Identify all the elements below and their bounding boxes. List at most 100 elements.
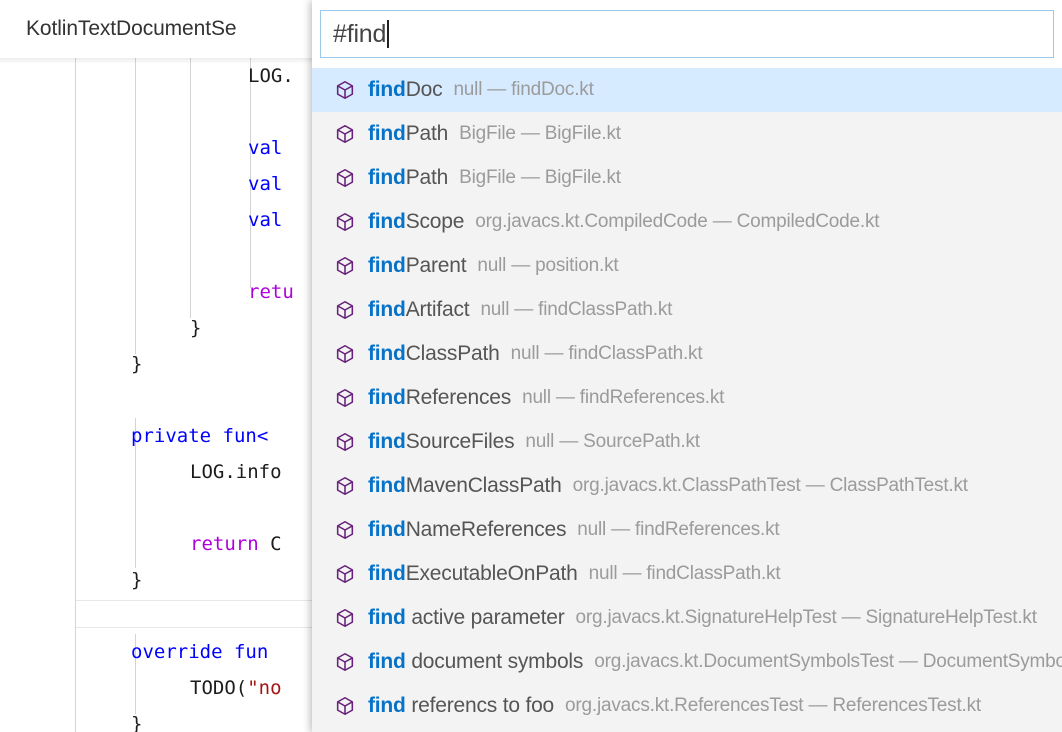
- result-label-match: find: [368, 298, 406, 321]
- result-label: findClassPath: [368, 342, 500, 366]
- code-token: private fun<: [131, 425, 269, 447]
- code-token: override fun: [131, 641, 269, 663]
- symbol-cube-icon: [336, 80, 354, 100]
- result-description: org.javacs.kt.SignatureHelpTest — Signat…: [575, 607, 1037, 628]
- result-label-match: find: [368, 122, 406, 145]
- symbol-cube-icon: [336, 520, 354, 540]
- quick-open-result-row[interactable]: findClassPath null — findClassPath.kt: [312, 332, 1062, 376]
- result-label-rest: SourceFiles: [405, 430, 515, 453]
- code-token: C: [270, 533, 282, 555]
- result-label-rest: ExecutableOnPath: [405, 562, 578, 585]
- result-label-match: find: [368, 386, 406, 409]
- code-line: override fun: [131, 634, 268, 670]
- result-label-rest: Doc: [405, 78, 443, 101]
- code-line: }: [131, 346, 142, 382]
- code-line: }: [131, 706, 142, 732]
- quick-open-result-row[interactable]: findPath BigFile — BigFile.kt: [312, 156, 1062, 200]
- indent-guide: [250, 58, 251, 288]
- result-label-match: find: [368, 562, 406, 585]
- quick-open-input-value: #find: [333, 19, 387, 48]
- result-label-match: find: [368, 166, 406, 189]
- result-label-match: find: [368, 474, 406, 497]
- result-description: org.javacs.kt.ClassPathTest — ClassPathT…: [572, 475, 968, 496]
- result-description: null — findReferences.kt: [522, 387, 725, 408]
- code-line: TODO("no: [190, 670, 282, 706]
- result-label: findPath: [368, 166, 448, 190]
- symbol-cube-icon: [336, 696, 354, 716]
- result-label-rest: References: [405, 386, 512, 409]
- quick-open-result-row[interactable]: findMavenClassPath org.javacs.kt.ClassPat…: [312, 464, 1062, 508]
- symbol-cube-icon: [336, 476, 354, 496]
- symbol-cube-icon: [336, 388, 354, 408]
- quick-open-input[interactable]: #find: [320, 10, 1054, 58]
- indent-guide: [135, 418, 136, 568]
- result-label: findParent: [368, 254, 467, 278]
- quick-open-result-row[interactable]: findDoc null — findDoc.kt: [312, 68, 1062, 112]
- result-label-rest: Scope: [405, 210, 465, 233]
- result-label-rest: NameReferences: [405, 518, 567, 541]
- code-token: }: [131, 713, 143, 732]
- indent-guide: [135, 58, 136, 354]
- result-label: findNameReferences: [368, 518, 566, 542]
- code-token: val: [248, 209, 283, 231]
- result-description: null — findClassPath.kt: [480, 299, 673, 320]
- symbol-cube-icon: [336, 124, 354, 144]
- result-description: null — position.kt: [477, 255, 619, 276]
- quick-open-result-row[interactable]: findReferences null — findReferences.kt: [312, 376, 1062, 420]
- symbol-cube-icon: [336, 256, 354, 276]
- result-label-match: find: [368, 650, 406, 673]
- result-label: find active parameter: [368, 606, 565, 630]
- result-label: findArtifact: [368, 298, 470, 322]
- result-label-match: find: [368, 78, 406, 101]
- result-label: findMavenClassPath: [368, 474, 562, 498]
- quick-open-result-row[interactable]: findArtifact null — findClassPath.kt: [312, 288, 1062, 332]
- result-description: null — findClassPath.kt: [510, 343, 703, 364]
- result-description: org.javacs.kt.CompiledCode — CompiledCod…: [475, 211, 880, 232]
- result-label-rest: ClassPath: [405, 342, 500, 365]
- code-line: private fun<: [131, 418, 268, 454]
- code-token: val: [248, 137, 283, 159]
- result-label: findExecutableOnPath: [368, 562, 578, 586]
- result-label: findReferences: [368, 386, 511, 410]
- code-line: val: [248, 130, 282, 166]
- quick-open-result-row[interactable]: find document symbols org.javacs.kt.Docum…: [312, 640, 1062, 684]
- quick-open-result-row[interactable]: findSourceFiles null — SourcePath.kt: [312, 420, 1062, 464]
- editor-tab-title[interactable]: KotlinTextDocumentSe: [26, 17, 237, 40]
- code-line: val: [248, 166, 305, 202]
- quick-open-result-row[interactable]: findParent null — position.kt: [312, 244, 1062, 288]
- code-token: return: [190, 533, 271, 555]
- code-token: "no: [247, 677, 282, 699]
- code-token: LOG.info: [190, 461, 282, 483]
- code-token: }: [131, 569, 143, 591]
- result-label-rest: active parameter: [405, 606, 565, 629]
- code-token: LOG.: [248, 65, 294, 87]
- code-line: }: [131, 562, 142, 598]
- result-label: find referencs to foo: [368, 694, 554, 718]
- result-label-match: find: [368, 342, 406, 365]
- quick-open-result-row[interactable]: find active parameter org.javacs.kt.Signa…: [312, 596, 1062, 640]
- result-description: null — SourcePath.kt: [525, 431, 700, 452]
- code-line: return C: [190, 526, 282, 562]
- result-description: BigFile — BigFile.kt: [459, 167, 621, 188]
- result-description: null — findDoc.kt: [453, 79, 594, 100]
- result-description: BigFile — BigFile.kt: [459, 123, 621, 144]
- result-label-match: find: [368, 606, 406, 629]
- symbol-cube-icon: [336, 652, 354, 672]
- result-label: findSourceFiles: [368, 430, 515, 454]
- indent-guide: [190, 58, 191, 318]
- code-token: TODO(: [190, 677, 248, 699]
- indent-guide: [75, 58, 76, 732]
- symbol-cube-icon: [336, 212, 354, 232]
- result-description: org.javacs.kt.DocumentSymbolsTest — Docu…: [594, 651, 1062, 672]
- result-label-rest: document symbols: [405, 650, 584, 673]
- result-label: findDoc: [368, 78, 443, 102]
- code-token: }: [190, 317, 202, 339]
